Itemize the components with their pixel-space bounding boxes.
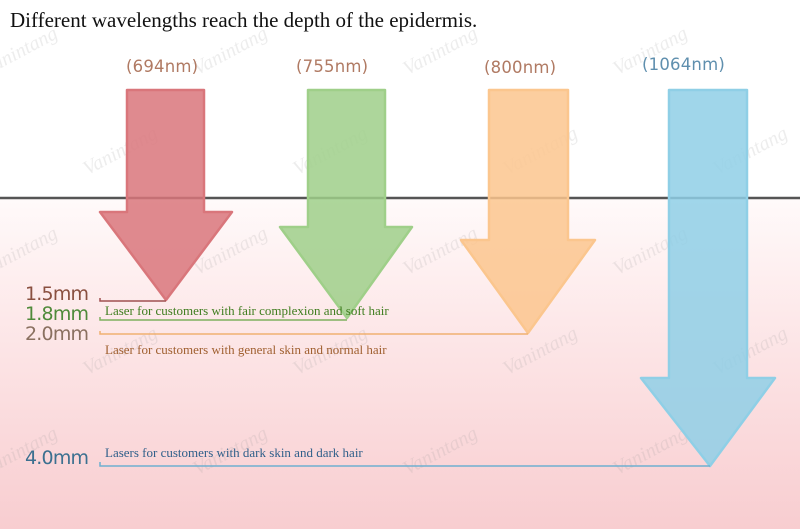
wavelength-label-755nm: (755nm) bbox=[296, 57, 369, 76]
leader-line-2.0mm bbox=[99, 331, 528, 335]
wavelength-label-1064nm: (1064nm) bbox=[642, 55, 725, 74]
leader-line-1.8mm bbox=[99, 317, 347, 321]
leader-line-4.0mm bbox=[99, 462, 710, 467]
description-general-skin: Laser for customers with general skin an… bbox=[105, 342, 387, 357]
arrow-800nm bbox=[459, 88, 597, 335]
depth-label-4.0mm: 4.0mm bbox=[25, 447, 89, 469]
arrow-755nm bbox=[278, 88, 414, 320]
description-fair-skin: Laser for customers with fair complexion… bbox=[105, 303, 389, 318]
depth-label-1.8mm: 1.8mm bbox=[25, 303, 89, 325]
wavelength-label-800nm: (800nm) bbox=[484, 58, 557, 77]
depth-label-1.5mm: 1.5mm bbox=[25, 283, 89, 305]
description-dark-skin: Lasers for customers with dark skin and … bbox=[105, 445, 363, 460]
arrow-1064nm bbox=[639, 88, 777, 468]
leader-line-1.5mm bbox=[99, 298, 166, 302]
diagram-title: Different wavelengths reach the depth of… bbox=[10, 8, 478, 32]
depth-label-2.0mm: 2.0mm bbox=[25, 323, 89, 345]
wavelength-label-694nm: (694nm) bbox=[126, 57, 199, 76]
arrow-694nm bbox=[98, 88, 234, 302]
